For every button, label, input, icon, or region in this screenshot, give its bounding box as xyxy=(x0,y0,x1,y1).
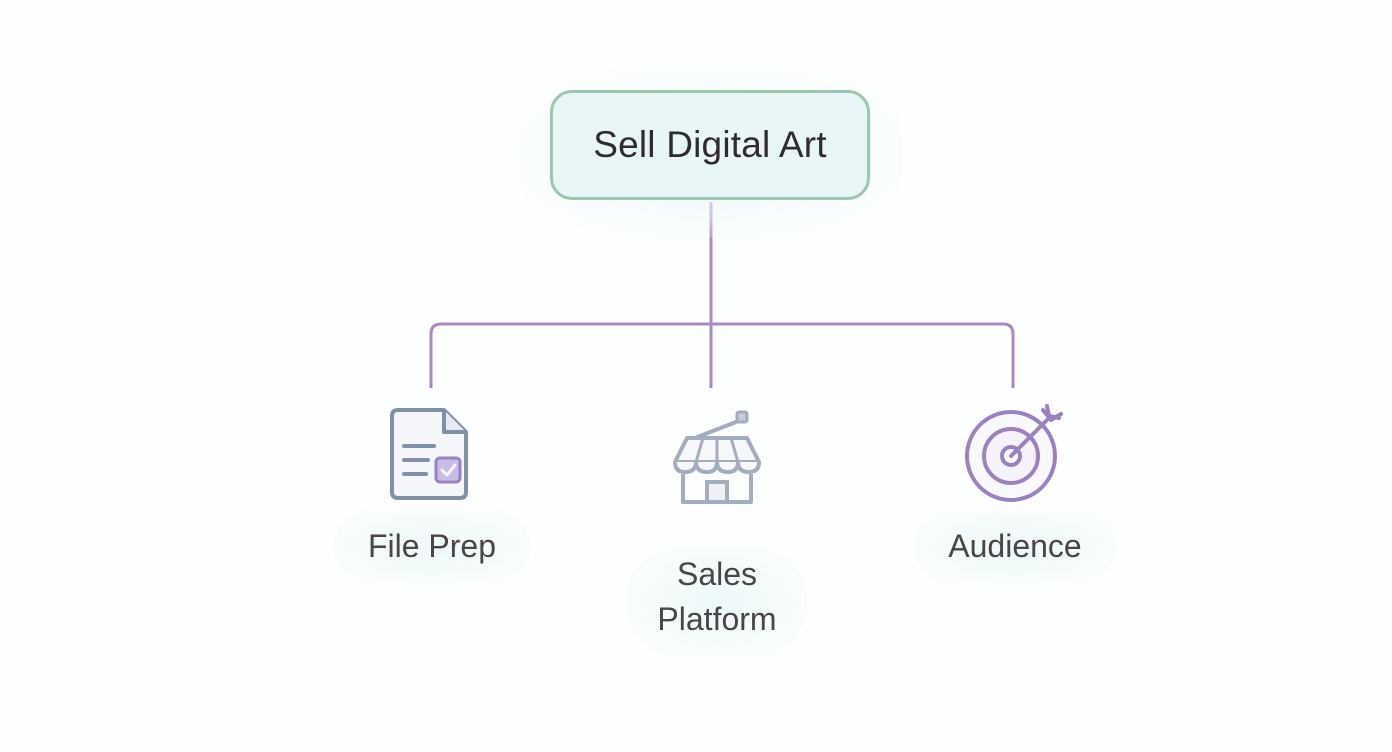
child-node-file-prep: File Prep xyxy=(332,402,532,583)
child-node-sales-platform: Sales Platform xyxy=(612,402,822,656)
child-label-line-2: Platform xyxy=(657,601,777,637)
child-label-line-1: Sales xyxy=(676,556,758,592)
storefront-icon xyxy=(673,410,761,504)
child-label-text: Audience xyxy=(948,528,1082,564)
child-label-file-prep: File Prep xyxy=(333,510,531,583)
child-node-audience: Audience xyxy=(905,402,1125,583)
root-node: Sell Digital Art xyxy=(550,90,870,200)
connector-branch-bar xyxy=(429,322,1015,388)
child-label-audience: Audience xyxy=(914,510,1116,583)
target-arrow-icon xyxy=(965,404,1063,502)
child-label-sales-platform: Sales Platform xyxy=(627,548,807,656)
document-check-icon xyxy=(390,408,468,500)
root-node-label: Sell Digital Art xyxy=(593,124,827,165)
child-label-text: File Prep xyxy=(367,528,497,564)
